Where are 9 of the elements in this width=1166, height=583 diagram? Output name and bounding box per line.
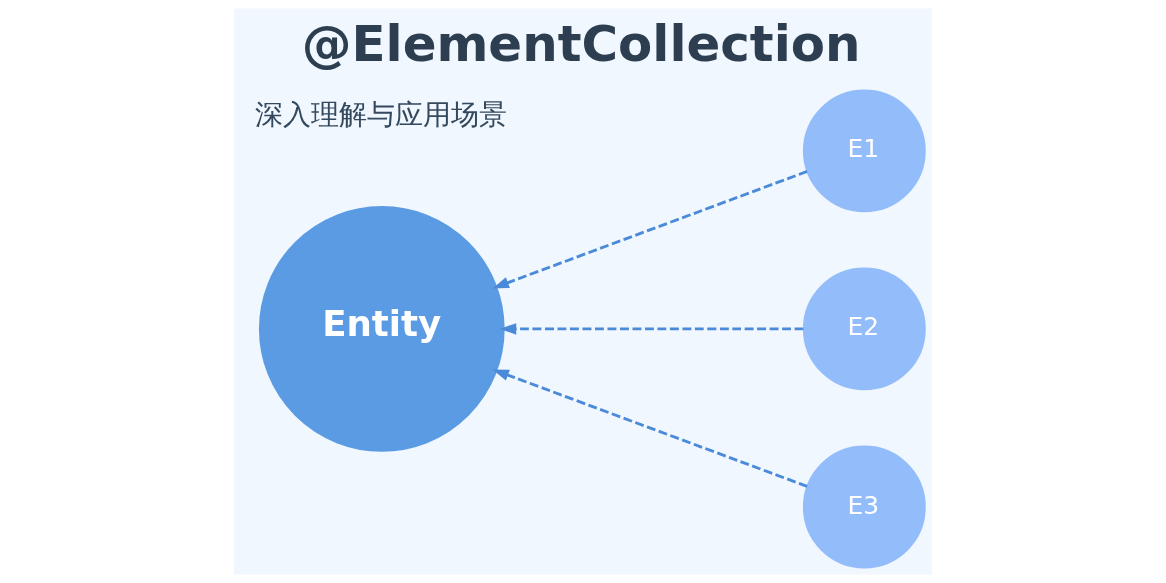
node-circle: E2 <box>802 267 926 391</box>
arrow <box>492 170 808 289</box>
label: 深入理解与应用场景 <box>255 97 508 131</box>
node-circle: Entity <box>258 206 505 452</box>
diagram-title: @ElementCollection <box>301 14 861 73</box>
node-circle: E3 <box>802 445 926 569</box>
arrow <box>492 369 808 488</box>
arrow <box>499 323 804 335</box>
node-circle: E1 <box>802 89 926 213</box>
